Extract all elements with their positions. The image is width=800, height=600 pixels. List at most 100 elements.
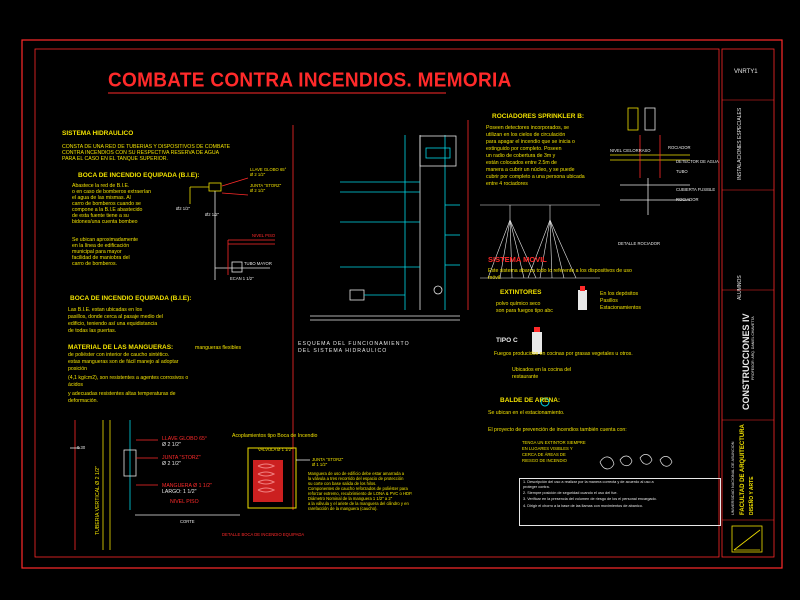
hydraulic-schema-diagram (310, 135, 460, 321)
text-line: facilidad de maniobra del (72, 255, 130, 261)
pipe-label: TUBO MAYOR (244, 261, 272, 266)
text-line: o en caso de bomberos extraerían (72, 189, 152, 195)
faculty-name: FACULTAD DE ARQUITECTURA (740, 424, 746, 515)
sprinkler-label: DETECTOR DE AGUA (676, 159, 719, 164)
instructions-box (519, 478, 721, 526)
cabinet-note: Componentes de caucho reforzados de poli… (308, 486, 408, 491)
heading-tipo-c: TIPO C (496, 337, 518, 344)
intro-line-1: CONSTA DE UNA RED DE TUBERIAS Y DISPOSIT… (62, 144, 231, 150)
text-line: En los depósitos (600, 291, 639, 297)
text-line: son para fuegos tipo abc (496, 308, 553, 314)
text-line: un radio de cobertura de 3m y (486, 153, 556, 159)
cabinet-note: Manguera de uso de edificio debe estar a… (308, 471, 405, 476)
text-line: de poliéster con interior de caucho sint… (68, 352, 170, 358)
text-line: pasillos, donde cerca al pasaje medio de… (68, 314, 163, 320)
cabinet-title: Acoplamientos tipo Boca de Incendio (232, 433, 318, 439)
text-line: para apagar el incendio que se inicia o (486, 139, 575, 145)
heading-bie-exterior: BOCA DE INCENDIO EQUIPADA (B.I.E): (78, 172, 200, 179)
text-line: extinguido por completo. Poseen (486, 146, 562, 152)
faculty-subtitle: DISEÑO Y ARTE (749, 476, 755, 515)
text-line: restaurante (512, 374, 539, 380)
sprinkler-detail (610, 107, 690, 215)
text-line: El proyecto de prevención de incendios t… (488, 427, 627, 433)
text-line: polvo químico seco (496, 301, 541, 307)
university-name: UNIVERSIDAD NACIONAL DE ASUNCION (731, 441, 735, 516)
warning-note: EN LUGARES VISIBLES Y (522, 446, 573, 451)
fire-safety-illustration (599, 454, 673, 470)
detail-label: Ø 2 1/2" (162, 442, 181, 448)
students-label: ALUMNOS (737, 275, 743, 300)
cabinet-note: reforzar extremo, recubrimiento de LONA … (308, 491, 413, 496)
heading-balde-arena: BALDE DE ARENA: (500, 397, 561, 404)
pipe-label: Ø2 1/2" (176, 206, 191, 211)
warning-note: RIESGO DE INCENDIO (522, 458, 567, 463)
text-line: Se ubican en el estacionamiento. (488, 410, 565, 416)
text-line: móvil. (488, 275, 502, 281)
detail-label: Ø 2 1/2" (250, 172, 266, 177)
instruction-line: 4. Dirigir el chorro a la base de las ll… (523, 504, 643, 508)
sprinkler-label: NIVEL CIELORRASO (610, 148, 651, 153)
detail-label: CORTE (180, 519, 195, 524)
heading-extintores: EXTINTORES (500, 289, 542, 296)
text-line: municipal para mayor (72, 249, 122, 255)
detail-label: LLAVE GLOBO 65° (162, 436, 207, 442)
sheet-code: VNRTY1 (734, 69, 758, 75)
cabinet-note: la válvula a tres recorrido del espacio … (308, 476, 404, 481)
cabinet-note: Diámetro Nominal de la manguera 1 1/2" a… (308, 496, 393, 501)
warning-note: TENGA UN EXTINTOR SIEMPRE (522, 440, 586, 445)
co2-extinguisher-icon (532, 327, 542, 354)
cabinet-note: a la válvula y el ariete de la manguera … (308, 501, 409, 506)
text-line: en la línea de edificación (72, 243, 130, 249)
text-line: están colocados entre 2.5m de (486, 160, 557, 166)
sprinkler-label: ROCIADOR (676, 197, 699, 202)
sprinkler-caption: DETALLE ROCIADOR (618, 241, 661, 246)
detail-label: MANGUERA Ø 1 1/2" (162, 483, 212, 489)
pipe-label: ECAN 1 1/2" (230, 276, 254, 281)
detail-label: JUNTA "STORZ" (162, 455, 201, 461)
outer-frame (21, 39, 783, 569)
sprinkler-spray-diagram (480, 204, 600, 279)
course-professor: PROFESOR: ARQ. DANIEL CHIAVETTA (751, 316, 755, 380)
bie-interior-detail (70, 420, 240, 550)
text-line: (4,1 kg/cm2), son resistentes a agentes … (68, 375, 189, 381)
heading-sistema-hidraulico: SISTEMA HIDRAULICO (62, 130, 134, 137)
cabinet-note: su corte con base salida de los hilos. (308, 481, 377, 486)
text-line: ácidos (68, 382, 83, 388)
text-line: manera a cubrir un núcleo, y se puede (486, 167, 575, 173)
intro-line-3: PARA EL CASO EN EL TANQUE SUPERIOR. (62, 156, 168, 162)
cabinet-note: rarefacción de la manguera (caucho). (308, 506, 378, 511)
text-line: edificio, teniendo así una equidistancia (68, 321, 158, 327)
title-block-frame (721, 48, 775, 558)
heading-sistema-movil: SISTEMA MOVIL (488, 255, 547, 264)
text-line: Estacionamientos (600, 305, 641, 311)
text-line: utilizan en los cielos de circulación (486, 132, 566, 138)
university-logo-icon (731, 525, 763, 553)
text-line: Este sistema abarca todo lo referente a … (488, 268, 632, 274)
sand-bucket-icon (540, 397, 550, 407)
text-line: Se ubican aproximadamente (72, 237, 139, 243)
page-title: COMBATE CONTRA INCENDIOS. MEMORIA (108, 69, 512, 92)
text-line: Poseen detectores incorporados, se (486, 125, 570, 131)
detail-label: Ø 2 1/2" (162, 461, 181, 467)
sprinkler-label: TUBO (676, 169, 688, 174)
cabinet-caption: DETALLE BOCA DE INCENDIO EQUIPADA (222, 532, 305, 537)
instruction-line: proteger contra. (523, 485, 550, 489)
text-line: Pasillos (600, 298, 618, 304)
intro-line-2: CONTRA INCENDIOS CON SU RESPECTIVA RESER… (62, 150, 220, 156)
text-line: de todas las puertas. (68, 328, 117, 334)
text-line: Fuegos producidos en cocinas por grasas … (494, 351, 633, 357)
text-line: deformación. (68, 398, 98, 404)
heading-material-mangueras: MATERIAL DE LAS MANGUERAS: (68, 344, 174, 351)
instruction-line: 3. Verificar en la presencia del volumen… (523, 497, 657, 501)
cabinet-label: JUNTA "STORZ" (312, 457, 344, 462)
hose-cabinet-detail (247, 447, 310, 509)
schema-caption: ESQUEMA DEL FUNCIONAMIENTO (298, 341, 410, 347)
text-line: carro de bomberos cuando se (72, 201, 141, 207)
text-line: bidones/una cuenta bombeo (72, 219, 138, 225)
schema-caption: DEL SISTEMA HIDRAULICO (298, 348, 388, 354)
bie-exterior-detail (189, 177, 275, 280)
cabinet-label: Ø 1 1/2" (312, 462, 328, 467)
text-line: entre 4 rociadores (486, 181, 528, 187)
heading-bie-interior: BOCA DE INCENDIO EQUIPADA (B.I.E): (70, 295, 192, 302)
